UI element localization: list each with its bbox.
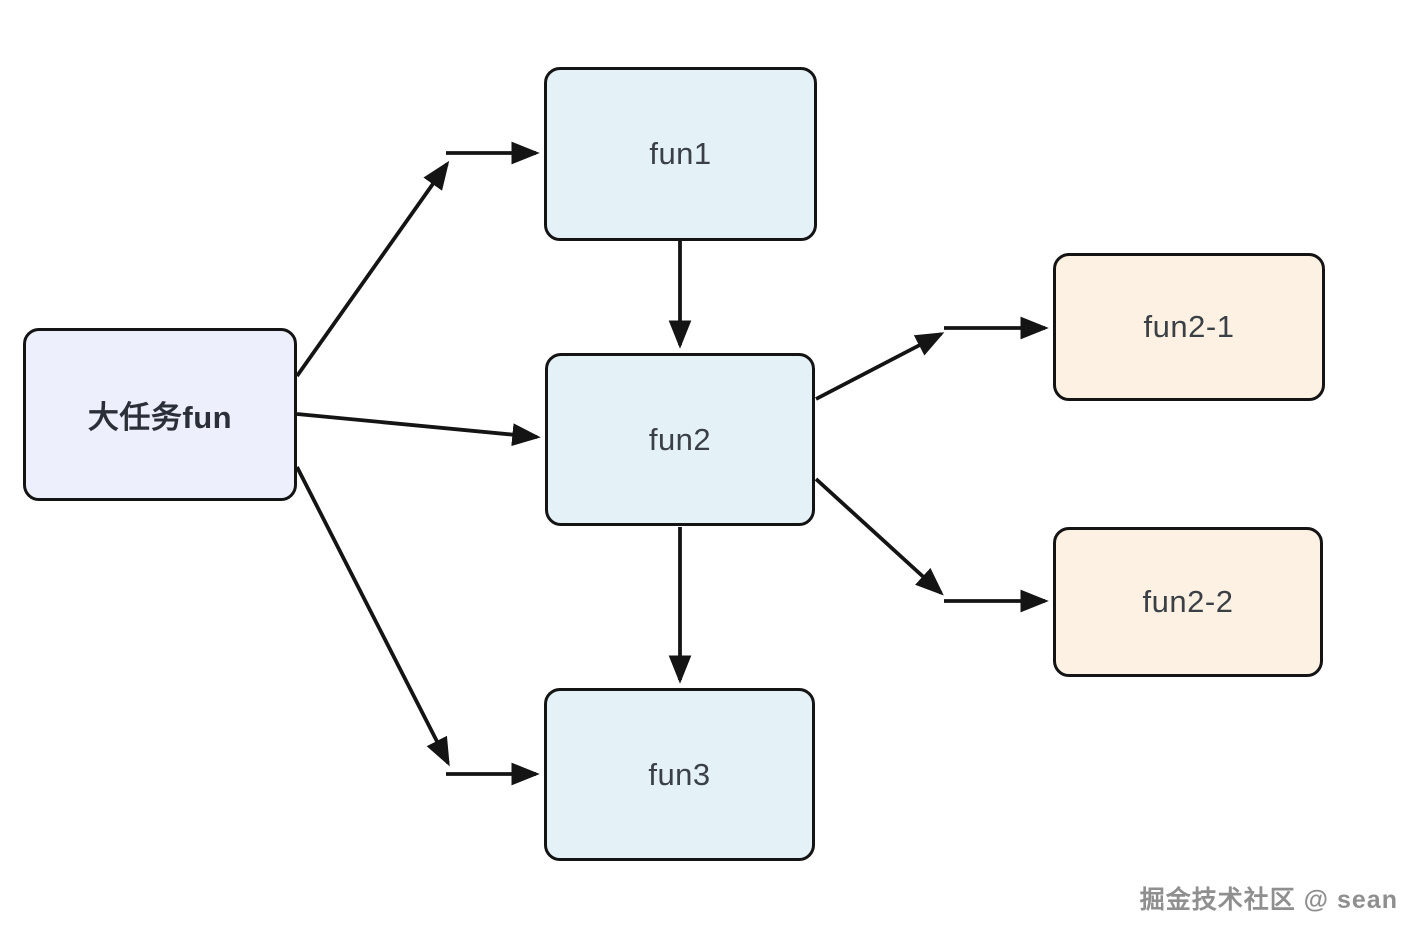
watermark: 掘金技术社区 @ sean — [1139, 886, 1398, 914]
node-fun2-2: fun2-2 — [1053, 527, 1323, 677]
edge-root-fun1-diagonal — [295, 160, 450, 378]
node-fun2: fun2 — [545, 353, 815, 526]
node-fun1: fun1 — [544, 67, 817, 241]
node-fun2-1: fun2-1 — [1053, 253, 1325, 401]
node-fun2-2-label: fun2-2 — [1142, 584, 1234, 619]
edge-fun2-fun22-diagonal — [814, 477, 944, 596]
node-fun2-label: fun2 — [648, 421, 712, 457]
edge-root-fun2 — [296, 412, 541, 446]
node-fun3-label: fun3 — [648, 756, 711, 792]
node-fun2-1-label: fun2-1 — [1143, 309, 1235, 344]
node-big-task-fun: 大任务fun — [23, 328, 297, 501]
node-fun1-label: fun1 — [649, 136, 712, 171]
edge-root-fun3-diagonal — [295, 466, 450, 767]
node-fun3: fun3 — [544, 688, 815, 861]
node-big-task-fun-label: 大任务fun — [87, 400, 233, 435]
edge-fun2-fun21-diagonal — [815, 332, 945, 401]
